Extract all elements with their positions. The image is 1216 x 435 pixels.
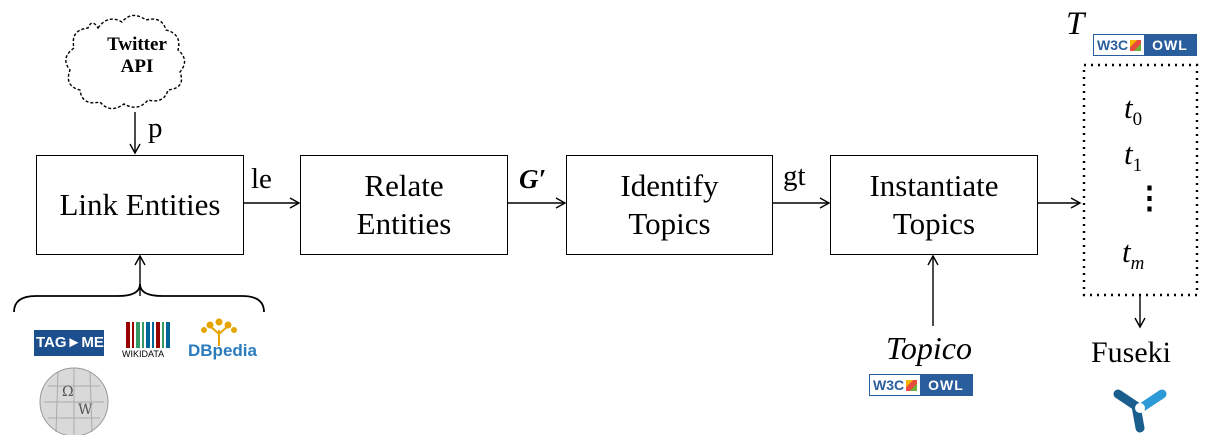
topic-tm: tm [1122, 236, 1144, 280]
twitter-api-cloud [65, 14, 186, 110]
output-owl-badge: W3C OWL [1093, 34, 1197, 56]
dbpedia-logo-text: DBpedia [188, 341, 257, 360]
step-instantiate-topics-line2: Topics [892, 206, 976, 241]
output-topics-box [1082, 63, 1199, 297]
w3c-cube-icon [1130, 39, 1142, 51]
svg-text:Ω: Ω [62, 384, 74, 400]
edge-label-le: le [251, 163, 272, 195]
edge-label-gt: gt [783, 160, 806, 192]
topic-t1: t1 [1124, 138, 1142, 182]
w3c-text: W3C [873, 377, 905, 393]
kb-brace [13, 283, 265, 313]
twitter-api-line1: Twitter [107, 34, 167, 55]
step-link-entities: Link Entities [36, 155, 244, 255]
step-instantiate-topics-line1: Instantiate [869, 168, 999, 203]
fuseki-logo [1113, 389, 1167, 433]
w3c-cube-icon [906, 379, 918, 391]
fuseki-label: Fuseki [1091, 336, 1172, 369]
topic-tm-base: t [1122, 234, 1131, 269]
topic-t1-base: t [1124, 136, 1133, 171]
svg-text:W: W [78, 402, 93, 418]
step-identify-topics-line2: Topics [628, 206, 711, 241]
owl-text: OWL [920, 375, 972, 395]
tagme-logo-text: TAG►ME [36, 334, 104, 351]
step-identify-topics-line1: Identify [620, 168, 719, 203]
edge-label-p: p [148, 112, 163, 144]
topic-t0-sub: 0 [1132, 109, 1143, 131]
dbpedia-logo [201, 318, 237, 346]
wikidata-logo [126, 322, 170, 348]
topic-tm-sub: m [1130, 253, 1145, 275]
step-relate-entities-line2: Entities [356, 206, 452, 241]
tagme-logo [34, 330, 104, 356]
topic-t1-sub: 1 [1132, 155, 1143, 177]
topic-t0-base: t [1124, 90, 1133, 125]
wikidata-logo-text: WIKIDATA [122, 349, 165, 359]
owl-text: OWL [1144, 35, 1196, 55]
output-set-label: T [1066, 6, 1085, 42]
step-relate-entities-line1: Relate [364, 168, 444, 203]
step-link-entities-label: Link Entities [59, 187, 221, 222]
twitter-api-line2: API [120, 56, 154, 77]
topic-t0: t0 [1124, 92, 1142, 136]
w3c-text: W3C [1097, 37, 1129, 53]
wikipedia-globe-logo: Ω W [39, 367, 109, 435]
twitter-api-label: Twitter API [96, 34, 178, 78]
edge-label-g-prime: G′ [519, 164, 547, 194]
topico-owl-badge: W3C OWL [869, 374, 973, 396]
topic-ellipsis: ⋮ [1134, 180, 1165, 215]
topico-label: Topico [886, 330, 972, 366]
